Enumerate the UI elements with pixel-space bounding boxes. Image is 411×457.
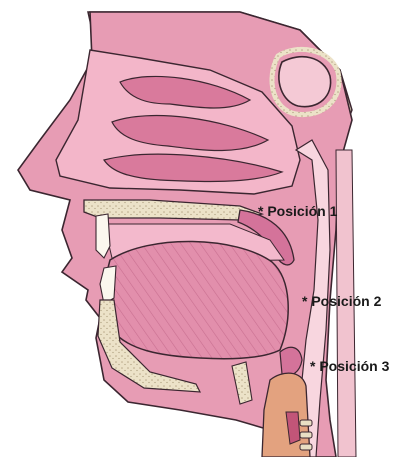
tongue	[106, 241, 288, 358]
sphenoid-sinus	[279, 57, 331, 107]
label-marker: *	[302, 293, 307, 309]
label-text: Posición 3	[319, 358, 389, 374]
label-text: Posición 1	[267, 203, 337, 219]
position-3-label: * Posición 3	[310, 358, 389, 374]
label-marker: *	[258, 203, 263, 219]
position-1-label: * Posición 1	[258, 203, 337, 219]
label-marker: *	[310, 358, 315, 374]
label-text: Posición 2	[311, 293, 381, 309]
trachea-rings	[300, 420, 312, 450]
position-2-label: * Posición 2	[302, 293, 381, 309]
upper-tooth	[96, 214, 110, 258]
